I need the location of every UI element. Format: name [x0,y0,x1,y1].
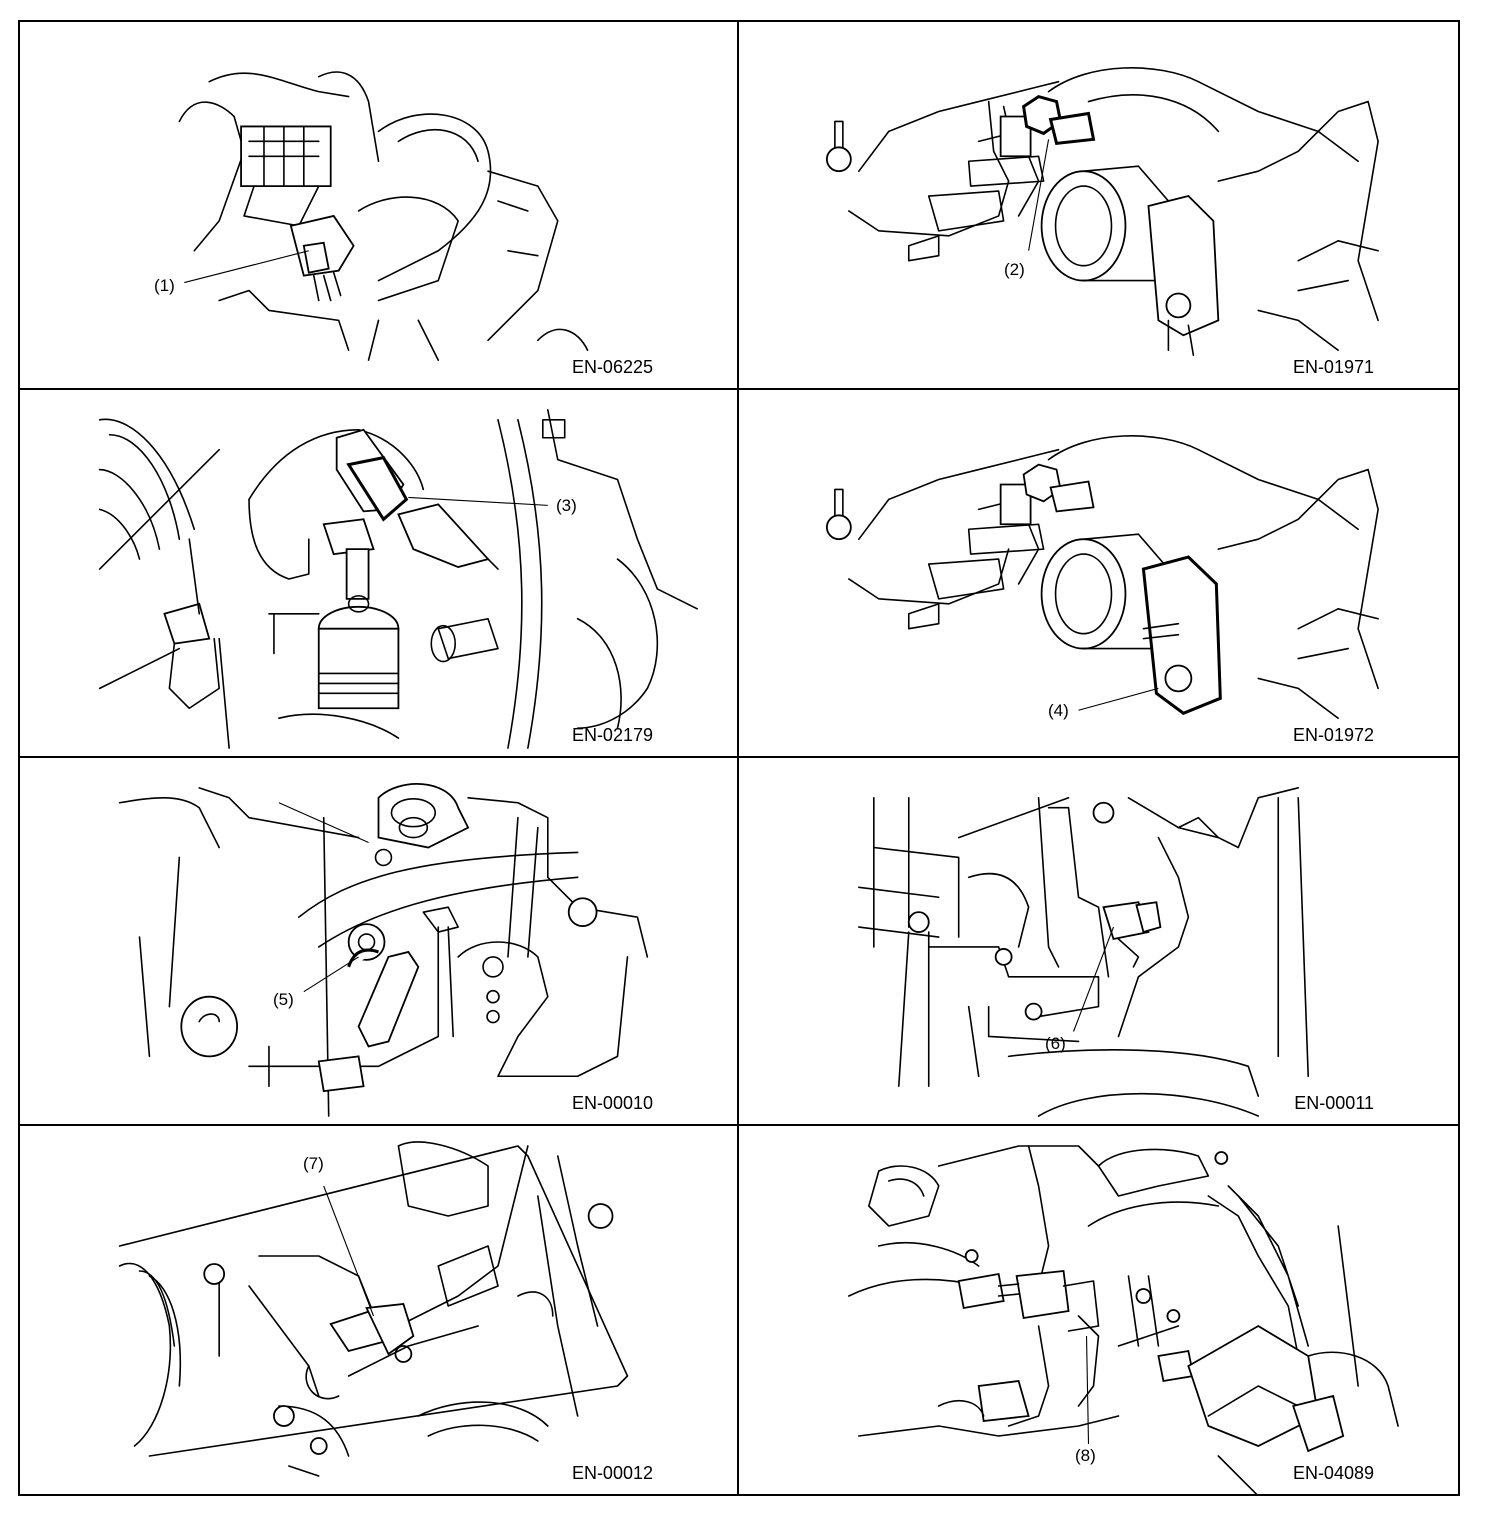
callout-2: (2) [1004,260,1025,279]
panel-3: (3) EN-02179 [20,390,739,758]
panel-7-illustration [20,1126,737,1494]
panel-3-illustration [20,390,737,756]
callout-6: (6) [1045,1034,1066,1053]
panel-2-illustration [739,22,1458,388]
panel-2: (2) EN-01971 [739,22,1458,390]
callout-5: (5) [273,990,294,1009]
panel-1: (1) EN-06225 [20,22,739,390]
figure-code-5: EN-00010 [571,1093,653,1113]
figure-code-2: EN-01971 [1292,357,1374,377]
callout-1: (1) [154,276,175,295]
panel-6: (6) EN-00011 [739,758,1458,1126]
panel-4: (4) EN-01972 [739,390,1458,758]
figure-code-8: EN-04089 [1292,1463,1374,1483]
panel-5: (5) EN-00010 [20,758,739,1126]
panel-8-illustration [739,1126,1458,1494]
panel-1-illustration [20,22,737,388]
callout-8: (8) [1075,1446,1096,1465]
callout-7: (7) [303,1154,324,1173]
panel-6-illustration [739,758,1458,1124]
panel-8: (8) EN-04089 [739,1126,1458,1494]
callout-4: (4) [1048,701,1069,720]
panel-7: (7) EN-00012 [20,1126,739,1494]
panel-4-illustration [739,390,1458,756]
figure-code-6: EN-00011 [1294,1093,1374,1113]
panel-5-illustration [20,758,737,1124]
figure-code-3: EN-02179 [571,725,653,745]
callout-3: (3) [556,496,577,515]
figure-code-7: EN-00012 [571,1463,653,1483]
figure-code-4: EN-01972 [1292,725,1374,745]
diagram-grid: (1) EN-06225 [18,20,1460,1496]
figure-code-1: EN-06225 [571,357,653,377]
